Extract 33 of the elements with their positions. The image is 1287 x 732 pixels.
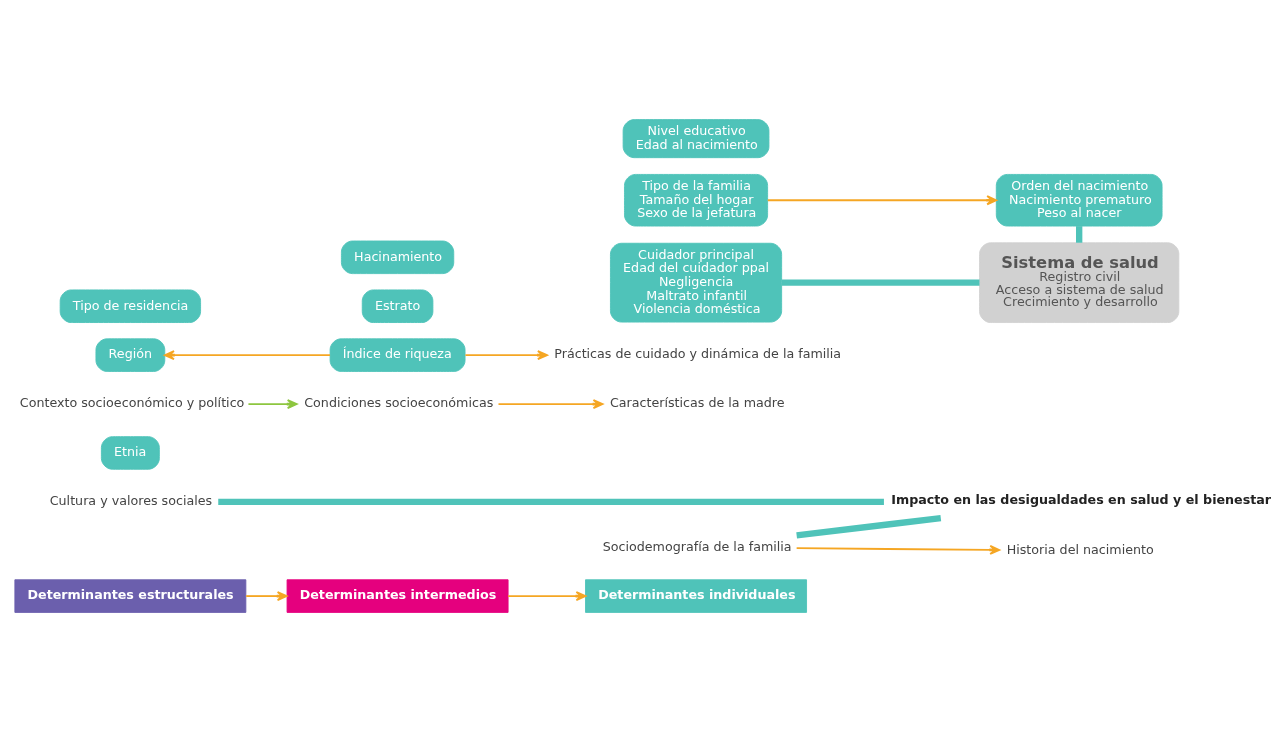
node-box: Tipo de residencia [59, 289, 202, 323]
node-text: Prácticas de cuidado y dinámica de la familia [554, 346, 842, 362]
node-text: Características de la madre [609, 395, 785, 411]
connector [781, 279, 980, 286]
arrow [795, 544, 1001, 555]
node-box: Índice de riqueza [329, 338, 466, 372]
node-box: Región [95, 338, 166, 372]
node-box: Hacinamiento [340, 240, 455, 275]
node-text: Historia del nacimiento [1006, 542, 1154, 558]
node-text: Impacto en las desigualdades en salud y el bienestar [891, 492, 1272, 508]
node-box: Determinantes individuales [585, 579, 807, 613]
arrow [245, 591, 288, 602]
arrow [766, 195, 998, 206]
node-box: Etnia [100, 436, 160, 470]
arrow [464, 350, 548, 361]
node-box: Nivel educativo Edad al nacimiento [622, 119, 770, 159]
node-box: Estrato [361, 289, 434, 323]
arrow [507, 591, 587, 602]
arrow [164, 350, 331, 361]
node-text: Sociodemografía de la familia [602, 538, 792, 554]
arrow [247, 399, 298, 410]
node-box: Orden del nacimiento Nacimiento prematuro Peso al nacer [995, 173, 1163, 227]
arrow [497, 399, 604, 410]
node-text: Condiciones socioeconómicas [304, 395, 494, 411]
node-box: Tipo de la familia Tamaño del hogar Sexo de la jefatura [624, 173, 769, 227]
connector [1076, 226, 1083, 243]
connector [796, 515, 942, 539]
node-box: Determinantes intermedios [286, 579, 509, 613]
node-box: Sistema de salud Registro civil Acceso a sistema de salud Crecimiento y desarrollo [979, 242, 1180, 323]
node-box: Determinantes estructurales [14, 579, 247, 613]
node-box: Cuidador principal Edad del cuidador ppal Negligencia Maltrato infantil Violencia doméstica [610, 242, 783, 323]
node-text: Contexto socioeconómico y político [19, 395, 245, 411]
node-text: Cultura y valores sociales [49, 493, 213, 509]
